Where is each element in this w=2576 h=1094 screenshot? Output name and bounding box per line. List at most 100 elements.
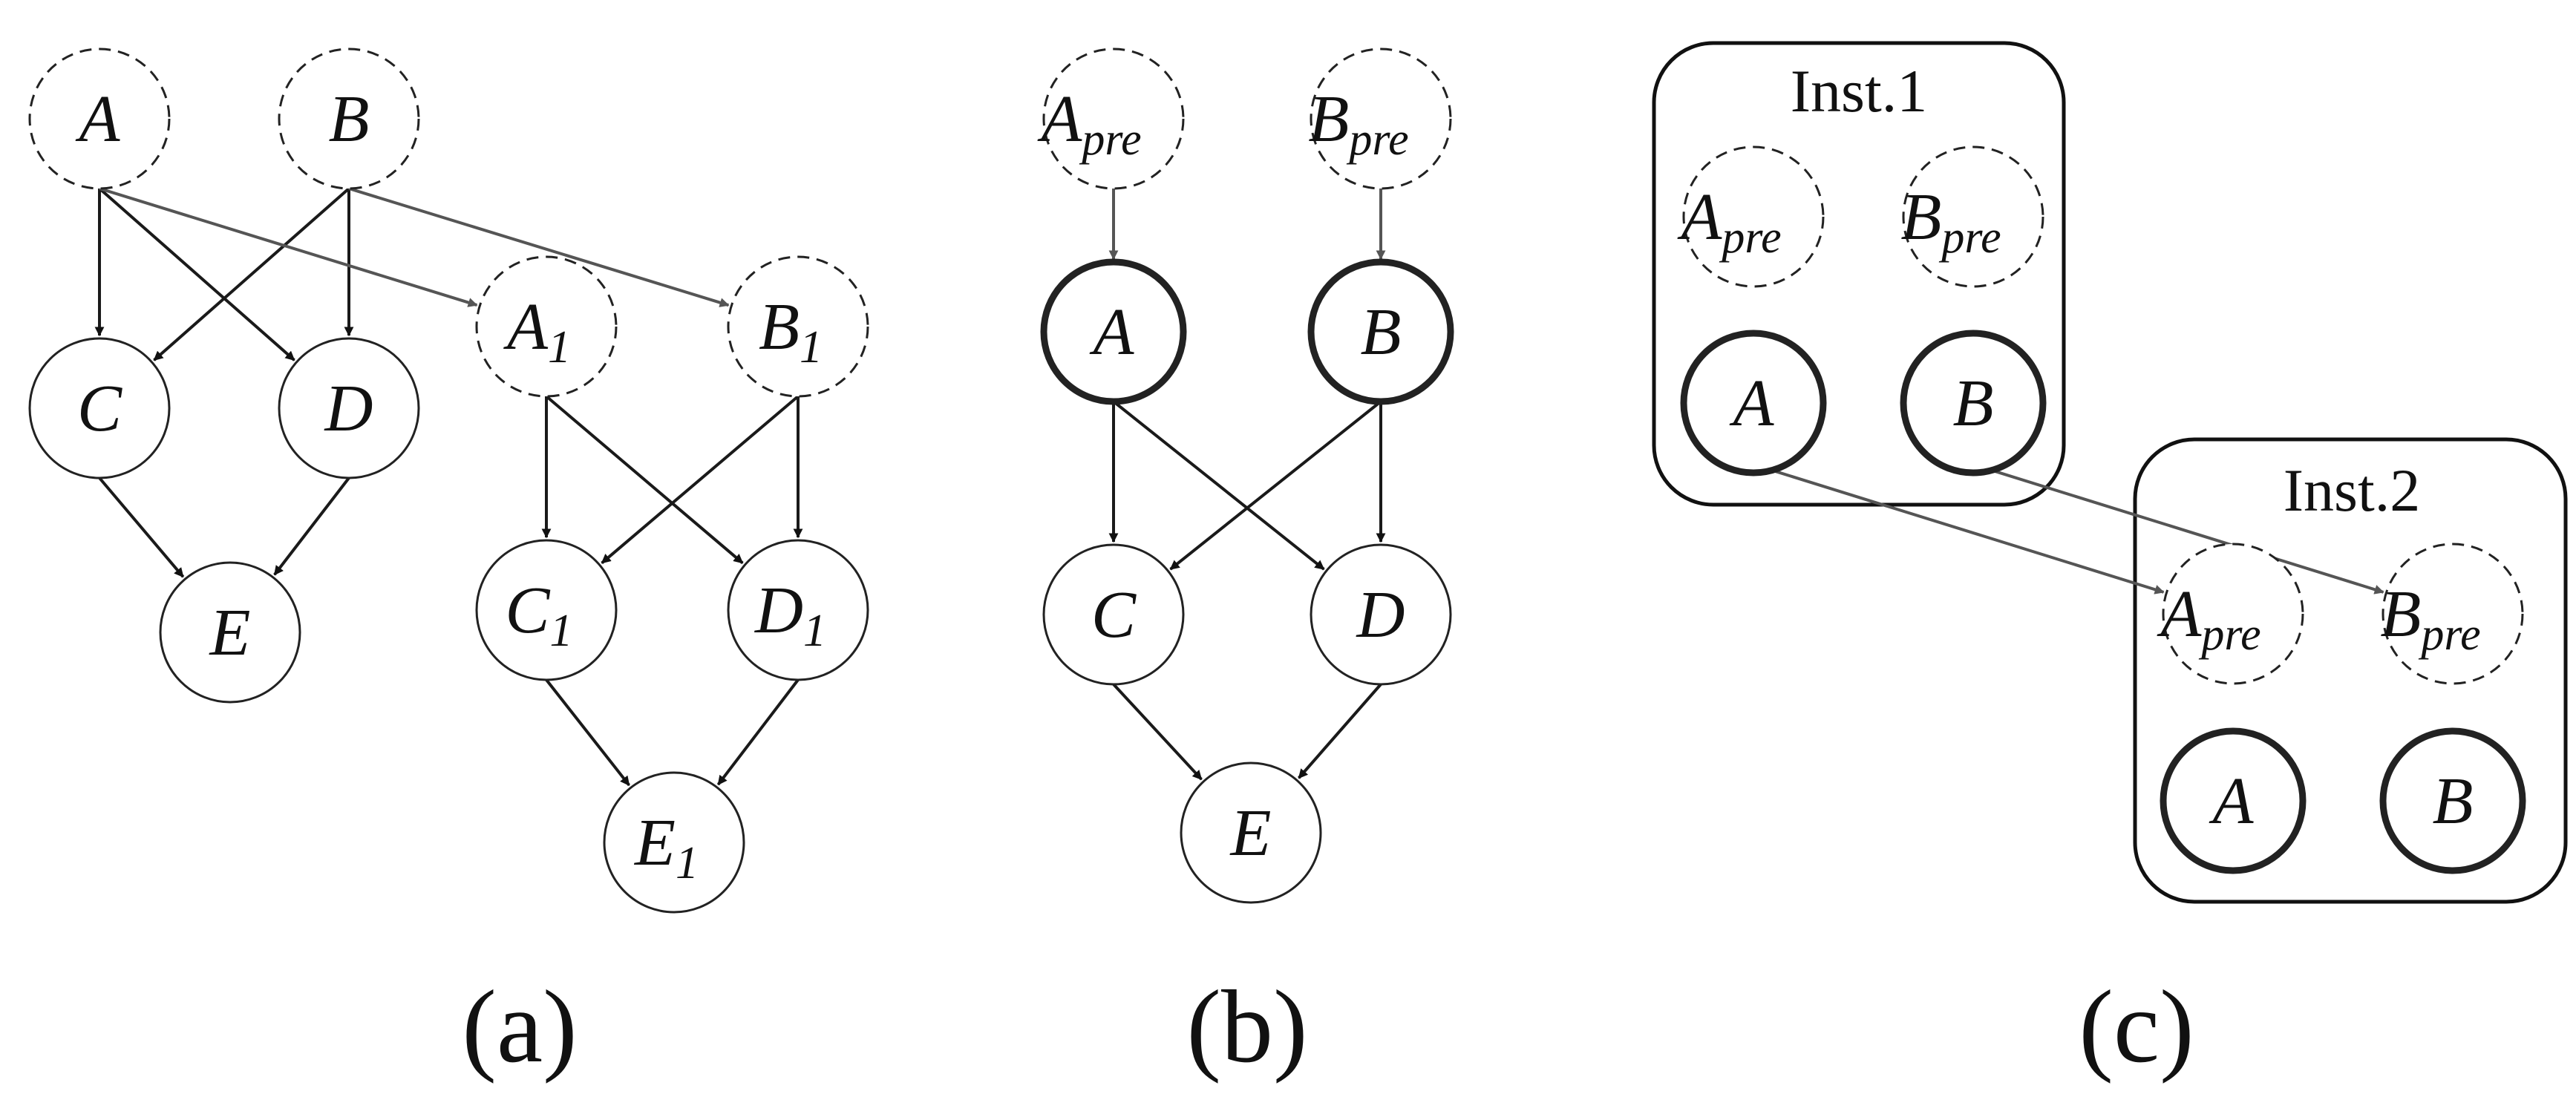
edge-a-D1-to-E1: [716, 678, 800, 786]
node-circle: [28, 337, 171, 479]
node-label: B: [1361, 295, 1402, 369]
node-label: A1: [503, 290, 571, 373]
node-b-B: B: [1307, 258, 1454, 405]
node-circle: [1680, 330, 1827, 476]
node-label: Apre: [1037, 82, 1141, 165]
node-circle: [727, 539, 869, 681]
node-circle: [1040, 258, 1187, 405]
instance-label-2: Inst.2: [2284, 456, 2421, 524]
edge-a-B-to-C: [153, 187, 350, 361]
node-circle: [1307, 258, 1454, 405]
node-circle: [475, 255, 618, 398]
node-c-B1: B: [1900, 330, 2047, 476]
node-circle: [1310, 543, 1452, 686]
instances-layer: Inst.1 Inst.2: [1652, 41, 2568, 904]
node-label: Apre: [2157, 577, 2260, 660]
node-label: Bpre: [2380, 577, 2480, 660]
node-c-A1: A: [1680, 330, 1827, 476]
instance-box-1: [1652, 41, 2066, 507]
node-circle: [28, 48, 171, 190]
node-circle: [2162, 543, 2304, 685]
node-label: E: [209, 596, 251, 669]
node-circle: [159, 561, 301, 704]
node-label: B: [1953, 367, 1994, 440]
node-label: E: [1229, 796, 1272, 870]
node-label: B: [329, 82, 370, 156]
node-circle: [603, 771, 745, 914]
node-a-D: D: [278, 337, 420, 479]
node-circle: [1902, 145, 2044, 288]
edge-b-A-to-D: [1112, 400, 1325, 571]
node-label: D1: [753, 574, 826, 656]
node-circle: [475, 539, 618, 681]
node-label: C1: [505, 574, 572, 656]
node-a-B: B: [278, 48, 420, 190]
edge-a-A-to-A1: [99, 187, 478, 307]
node-circle: [1042, 48, 1185, 190]
node-circle: [727, 255, 869, 398]
node-label: D: [324, 372, 373, 445]
edges-layer: [94, 187, 2384, 787]
edge-c-B1-to-Bpre2: [1980, 465, 2384, 595]
node-b-C: C: [1042, 543, 1185, 686]
edge-a-B-to-B1: [348, 187, 730, 307]
instance-box-2: [2133, 437, 2568, 904]
node-label: D: [1356, 578, 1405, 652]
node-a-E: E: [159, 561, 301, 704]
node-a-A: A: [28, 48, 171, 190]
edge-a-A1-to-D1: [545, 395, 744, 565]
node-a-D1: D1: [727, 539, 869, 681]
node-circle: [1180, 761, 1322, 904]
node-a-C1: C1: [475, 539, 618, 681]
edge-a-B1-to-C1: [601, 395, 800, 565]
node-b-D: D: [1310, 543, 1452, 686]
node-circle: [2379, 727, 2526, 874]
node-circle: [2160, 727, 2307, 874]
edge-b-B-to-C: [1169, 400, 1382, 571]
node-label: A: [76, 82, 121, 156]
node-c-Bpre1: Bpre: [1900, 145, 2044, 288]
node-circle: [1310, 48, 1452, 190]
caption-panel-b: (b): [1186, 969, 1307, 1084]
node-circle: [278, 337, 420, 479]
node-a-E1: E1: [603, 771, 745, 914]
node-label: A: [1090, 295, 1135, 369]
node-label: C: [77, 372, 122, 445]
node-circle: [1682, 145, 1825, 288]
node-c-A2: A: [2160, 727, 2307, 874]
node-label: E1: [633, 806, 699, 888]
node-b-A: A: [1040, 258, 1187, 405]
node-a-A1: A1: [475, 255, 618, 398]
node-c-Bpre2: Bpre: [2380, 543, 2524, 685]
node-c-B2: B: [2379, 727, 2526, 874]
node-label: B1: [759, 290, 823, 373]
node-b-Bpre: Bpre: [1308, 48, 1452, 190]
node-b-E: E: [1180, 761, 1322, 904]
node-label: C: [1091, 578, 1137, 652]
node-label: Bpre: [1900, 180, 2001, 263]
node-a-B1: B1: [727, 255, 869, 398]
node-label: B: [2433, 764, 2474, 838]
edge-a-A-to-D: [98, 187, 295, 361]
edge-c-A1-to-Apre2: [1760, 465, 2165, 595]
edge-a-D-to-E: [273, 476, 350, 576]
caption-panel-a: (a): [462, 969, 577, 1084]
edge-a-C1-to-E1: [545, 678, 631, 787]
node-a-C: C: [28, 337, 171, 479]
edge-b-C-to-E: [1112, 683, 1203, 781]
node-label: A: [1730, 367, 1775, 440]
instance-label-1: Inst.1: [1791, 57, 1928, 125]
node-label: Apre: [1677, 180, 1781, 263]
node-circle: [278, 48, 420, 190]
node-label: A: [2209, 764, 2255, 838]
node-circle: [2382, 543, 2524, 685]
node-c-Apre1: Apre: [1677, 145, 1825, 288]
node-b-Apre: Apre: [1037, 48, 1185, 190]
caption-panel-c: (c): [2079, 969, 2194, 1084]
node-circle: [1042, 543, 1185, 686]
edge-b-D-to-E: [1298, 683, 1382, 779]
node-label: Bpre: [1308, 82, 1408, 165]
node-circle: [1900, 330, 2047, 476]
node-c-Apre2: Apre: [2157, 543, 2304, 685]
